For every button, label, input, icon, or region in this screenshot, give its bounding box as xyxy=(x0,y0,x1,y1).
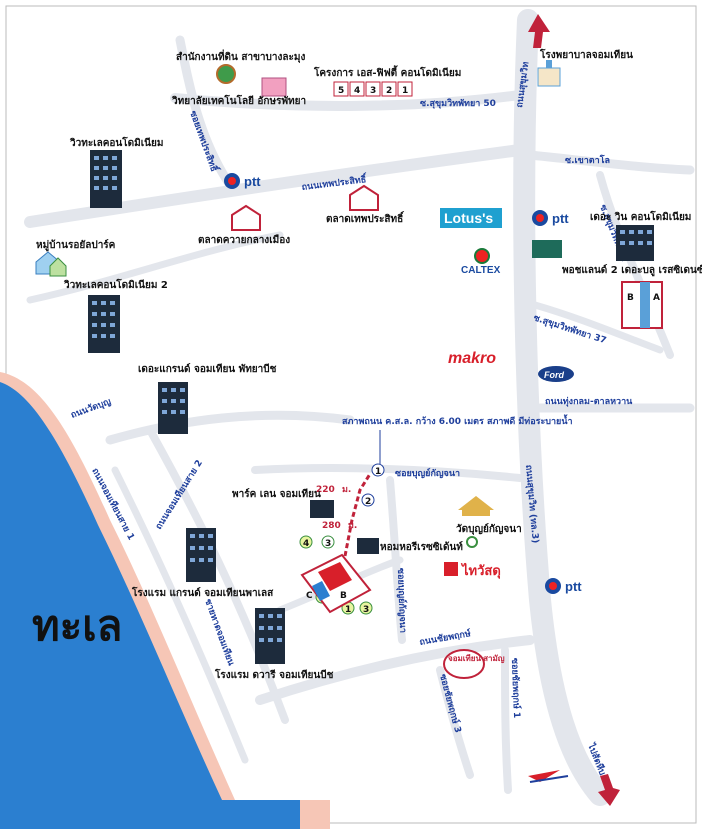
plot-row: 5 4 3 2 1 xyxy=(333,81,413,97)
label-tech-college: วิทยาลัยเทคโนโลยี อักษรพัทยา xyxy=(172,94,306,107)
svg-text:A: A xyxy=(653,293,660,303)
north-arrow xyxy=(528,14,550,48)
svg-text:3: 3 xyxy=(370,86,376,96)
road-label-khao-talo: ซ.เขาตาโล xyxy=(565,154,610,166)
lotus-logo xyxy=(440,208,502,228)
building-icon-the-vin xyxy=(616,225,654,261)
thaiwatsadu-logo-box xyxy=(444,562,458,576)
svg-text:C: C xyxy=(306,591,313,601)
label-the-grand: เดอะแกรนด์ จอมเทียน พัทยาบีช xyxy=(138,363,277,375)
road-width-note: สภาพถนน ค.ส.ล. กว้าง 6.00 เมตร สภาพดี มี… xyxy=(342,414,573,427)
building-icon-the-grand xyxy=(158,382,188,434)
building-icon-park-lane xyxy=(310,500,334,518)
label-hospital: โรงพยาบาลจอมเทียน xyxy=(539,48,633,61)
label-wat-boon: วัดบุญย์กัญจนา xyxy=(456,523,522,535)
label-park-lane: พาร์ค เลน จอมเทียน xyxy=(232,488,321,500)
green-logo-icon xyxy=(466,536,478,548)
label-porch-land: พอชแลนด์ 2 เดอะบลู เรสซิเดนซ์ xyxy=(562,264,702,277)
porch-land-plot: B A xyxy=(621,281,663,329)
market-icon-buffalo xyxy=(231,204,261,231)
sea-label: ทะเล xyxy=(32,601,122,650)
distance-220-unit: ม. xyxy=(342,485,351,495)
road-label-thung-klom: ถนนทุ่งกลม-ตาลหวาน xyxy=(545,396,633,407)
building-icon-view-talay xyxy=(90,150,122,208)
label-land-office: สำนักงานที่ดิน สาขาบางละมุง xyxy=(176,49,305,63)
label-the-vin: เดอะ วิน คอนโดมิเนียม xyxy=(590,210,691,223)
svg-text:3: 3 xyxy=(363,605,369,615)
label-grand-hotel: โรงแรม แกรนด์ จอมเทียนพาเลส xyxy=(131,586,274,599)
svg-text:B: B xyxy=(340,591,347,601)
lotus-label: Lotus's xyxy=(444,210,493,226)
label-dorm: หอมหอรีเรซซิเด้นท์ xyxy=(380,541,463,553)
makro-logo: makro xyxy=(448,350,496,367)
svg-text:5: 5 xyxy=(338,86,344,96)
road-label-soi-boon-v: ซอยบุญย์กัญจนา xyxy=(395,568,409,633)
distance-280-unit: ม. xyxy=(348,521,357,531)
label-buffalo-market: ตลาดควายกลางเมือง xyxy=(198,234,290,246)
house-icon-village xyxy=(35,251,67,277)
label-view-talay: วิวทะเลคอนโดมิเนียม xyxy=(70,136,164,149)
temple-icon xyxy=(458,496,494,516)
ford-logo xyxy=(538,366,574,382)
svg-text:จอมเทียน สามัญ: จอมเทียน สามัญ xyxy=(448,653,505,664)
building-icon-dorm xyxy=(357,538,379,554)
road-label-soi-50: ซ.สุขุมวิทพัทยา 50 xyxy=(420,98,496,109)
svg-text:2: 2 xyxy=(365,497,371,507)
svg-text:2: 2 xyxy=(386,86,392,96)
jomtien-market-logo: จอมเทียน สามัญ xyxy=(443,649,505,679)
market-icon-thepprasit xyxy=(349,184,379,211)
sea-area xyxy=(0,382,300,829)
thaiwatsadu-label: ไทวัสดุ xyxy=(460,562,501,579)
land-office-icon xyxy=(216,64,236,84)
label-dvaree: โรงแรม ดวารี จอมเทียนบีช xyxy=(214,668,334,681)
road-label-chaiyaphruk-1: ซอยชัยพฤกษ์ 1 xyxy=(509,658,523,719)
college-icon xyxy=(261,77,287,97)
building-icon-dvaree xyxy=(255,608,285,664)
pea-logo xyxy=(528,770,569,783)
ptt-station-icon-1: ptt xyxy=(224,173,261,189)
ptt-station-icon-2: ptt xyxy=(532,210,569,226)
label-view-talay-2: วิวทะเลคอนโดมิเนียม 2 xyxy=(64,278,168,291)
svg-text:1: 1 xyxy=(375,467,381,477)
ford-label: Ford xyxy=(544,370,564,380)
svg-text:ptt: ptt xyxy=(552,211,569,226)
circle-markers: 1 2 3 4 5 1 3 xyxy=(299,463,385,615)
route-arrows xyxy=(343,473,372,557)
ptt-station-icon-3: ptt xyxy=(545,578,582,594)
svg-text:1: 1 xyxy=(345,605,351,615)
distance-280: 280 xyxy=(322,521,341,531)
label-thepprasit-market: ตลาดเทพประสิทธิ์ xyxy=(326,211,405,225)
subject-plot: C B xyxy=(300,553,372,614)
svg-text:1: 1 xyxy=(402,86,408,96)
road-label-soi-boon: ซอยบุญย์กัญจนา xyxy=(395,467,460,479)
svg-text:3: 3 xyxy=(325,539,331,549)
svg-text:4: 4 xyxy=(303,539,309,549)
svg-text:4: 4 xyxy=(354,86,360,96)
building-icon-grand-hotel xyxy=(186,528,216,582)
svg-text:B: B xyxy=(627,293,634,303)
hospital-icon xyxy=(537,60,561,87)
bank-icon xyxy=(532,240,562,258)
distance-220: 220 xyxy=(316,485,335,495)
caltex-label: CALTEX xyxy=(461,265,501,276)
south-arrow xyxy=(598,774,620,806)
label-village: หมู่บ้านรอยัลปาร์ค xyxy=(36,239,116,252)
svg-text:ptt: ptt xyxy=(565,579,582,594)
label-project-header: โครงการ เอส-ฟิฟตี้ คอนโดมิเนียม xyxy=(313,65,461,79)
building-icon-view-talay-2 xyxy=(88,295,120,353)
caltex-icon xyxy=(474,248,490,264)
svg-text:ptt: ptt xyxy=(244,174,261,189)
